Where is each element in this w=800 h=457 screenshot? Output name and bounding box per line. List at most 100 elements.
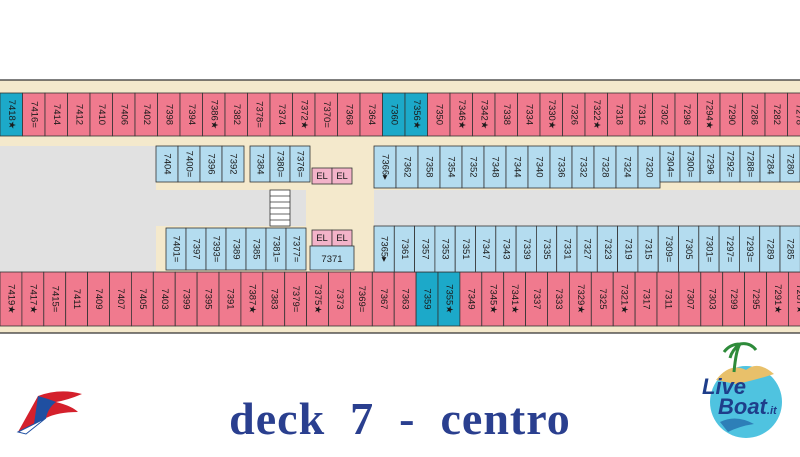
cabin-number: 7406 <box>118 104 129 125</box>
cabin-number: 7356★ <box>411 100 422 130</box>
outside-cabin: 7291★ <box>766 271 789 327</box>
svg-text:EL: EL <box>336 171 348 182</box>
inside-cabin: 7292= <box>719 145 741 183</box>
cabin-number: 7341★ <box>509 284 520 314</box>
outside-cabin: 7355★ <box>437 271 461 327</box>
inside-cabin: 7401= <box>165 227 187 271</box>
cabin-number: 7297= <box>724 236 735 263</box>
cabin-number: 7387★ <box>246 284 257 314</box>
cabin-number: 7291★ <box>772 284 783 314</box>
outside-cabin: 7399 <box>174 271 198 327</box>
cabin-number: 7394 <box>186 104 197 125</box>
badge-suffix: .it <box>766 405 777 417</box>
outside-cabin: 7409 <box>87 271 110 327</box>
inside-cabin: 7404 <box>155 145 179 183</box>
cabin-number: 7385 <box>251 238 262 259</box>
outside-cabin: 7316 <box>629 92 653 137</box>
outside-cabin: 7379= <box>284 271 308 327</box>
cabin-number: 7339 <box>521 238 532 259</box>
outside-cabin: 7395 <box>196 271 220 327</box>
inside-cabin: 7288= <box>739 145 761 183</box>
cabin-number: 7321★ <box>619 284 630 314</box>
cabin-number: 7336 <box>556 156 567 177</box>
outside-cabin: 7286 <box>742 92 766 137</box>
cabin-number: 7305 <box>683 238 694 259</box>
cabin-number: 7367 <box>378 288 389 309</box>
cabin-number: 7304= <box>665 151 676 178</box>
cabin-number: 7384 <box>255 153 266 174</box>
inside-cabin: 7297= <box>718 225 740 273</box>
cabin-number: 7345★ <box>487 284 498 314</box>
cabin-number: 7359 <box>422 288 433 309</box>
outside-cabin: 7350 <box>427 92 451 137</box>
cabin-number: 7337 <box>531 288 542 309</box>
outside-cabin: 7369= <box>349 271 373 327</box>
cabin-number: 7324 <box>622 156 633 177</box>
outside-cabin: 7345★ <box>481 271 505 327</box>
cabin-number: 7288= <box>745 151 756 178</box>
cabin-number: 7285 <box>785 238 796 259</box>
outside-cabin: 7325 <box>590 271 614 327</box>
svg-text:EL: EL <box>336 233 348 244</box>
cabin-number: 7368 <box>343 104 354 125</box>
outside-cabin: 7370= <box>314 92 338 137</box>
cabin-number: 7418★ <box>6 100 17 130</box>
cabin-number: 7383 <box>268 288 279 309</box>
outside-cabin: 7391 <box>218 271 242 327</box>
cabin-number: 7416= <box>28 101 39 128</box>
cabin-number: 7382 <box>231 104 242 125</box>
inside-cabin: 7384 <box>249 145 271 183</box>
outside-cabin: 7367 <box>371 271 395 327</box>
outside-cabin: 7417★ <box>21 271 45 327</box>
inside-cabin: 7343 <box>495 225 517 273</box>
inside-cabin: 7335 <box>536 225 558 273</box>
outside-cabin: 7282 <box>764 92 788 137</box>
cabin-number: 7293= <box>744 236 755 263</box>
cabin-number: 7301= <box>703 236 714 263</box>
cabin-number: 7414 <box>51 104 62 125</box>
cabin-number: 7282 <box>771 104 782 125</box>
inside-cabin: 7339 <box>515 225 537 273</box>
cabin-number: 7353 <box>440 238 451 259</box>
inside-cabin: 7354 <box>439 145 463 189</box>
cabin-number: 7320 <box>644 156 655 177</box>
outside-cabin: 7419★ <box>0 271 23 327</box>
cabin-number: 7350 <box>433 104 444 125</box>
inside-cabin: 7348 <box>483 145 507 189</box>
cabin-number: 7360 <box>388 104 399 125</box>
cabin-number: 7419★ <box>5 284 16 314</box>
elevator: EL <box>311 229 333 247</box>
stairway <box>269 189 291 227</box>
carnival-funnel-logo <box>16 391 82 435</box>
outside-cabin: 7318 <box>607 92 631 137</box>
inside-cabin: 7285 <box>779 225 800 273</box>
outside-cabin: 7373 <box>328 271 351 327</box>
outside-cabin: 7333 <box>547 271 570 327</box>
inside-cabin: 7380= <box>269 145 291 183</box>
deck-title: deck 7 - centro <box>229 393 571 444</box>
outside-cabin: 7329★ <box>569 271 592 327</box>
outside-cabin: 7418★ <box>0 92 23 137</box>
cabin-number: 7311 <box>662 289 673 309</box>
cabin-number: 7326 <box>568 104 579 125</box>
cabin-number: 7403 <box>159 288 170 309</box>
inside-cabin: 7320 <box>637 145 661 189</box>
cabin-number: 7295 <box>750 288 761 309</box>
cabin-number: 7333 <box>553 288 564 309</box>
inside-cabin: 7381= <box>265 227 287 271</box>
cabin-number: 7309= <box>663 236 674 263</box>
outside-cabin: 7402 <box>134 92 158 137</box>
cabin-number: 7280 <box>785 153 796 174</box>
cabin-number: 7296 <box>705 153 716 174</box>
cabin-number: 7338 <box>501 104 512 125</box>
cabin-number: 7362 <box>402 156 413 177</box>
inside-cabin: 7361 <box>393 225 415 273</box>
outside-cabin: 7298 <box>674 92 698 137</box>
inside-cabin: 7315 <box>637 225 659 273</box>
cabin-number: 7386★ <box>208 100 219 130</box>
cabin-number: 7410 <box>96 104 107 125</box>
cabin-number: 7380= <box>275 151 286 178</box>
outside-cabin: 7326 <box>562 92 586 137</box>
outside-cabin: 7295 <box>744 271 767 327</box>
